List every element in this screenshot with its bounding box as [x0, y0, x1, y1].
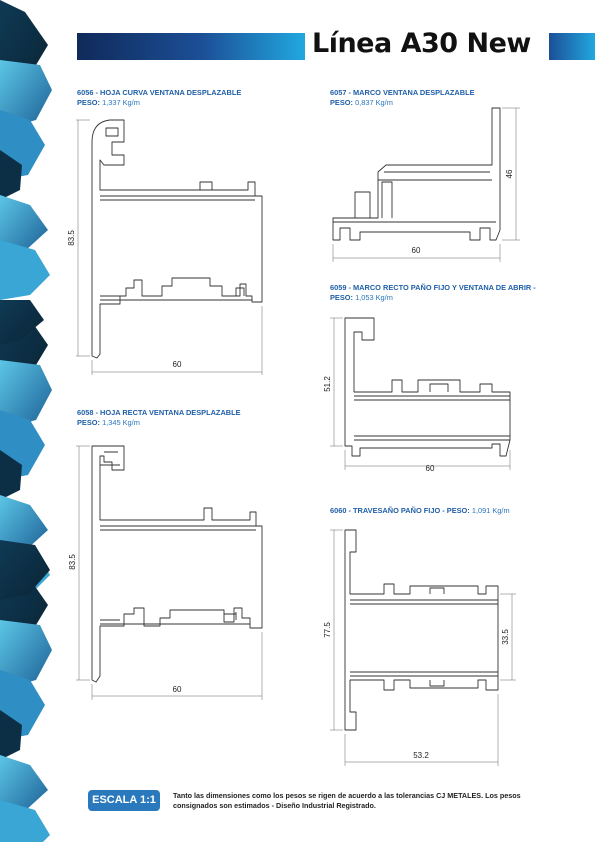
- dim-width: 60: [426, 464, 435, 473]
- caption-6058: 6058 - HOJA RECTA VENTANA DESPLAZABLE PE…: [77, 408, 297, 428]
- caption-weight-label: PESO:: [77, 98, 100, 107]
- dim-height: 51.2: [323, 376, 332, 392]
- dim-inner-height: 33.5: [501, 629, 510, 645]
- profile-6059-drawing: 51.2 60: [323, 317, 511, 473]
- dim-width: 60: [173, 685, 182, 694]
- caption-title: 6059 - MARCO RECTO PAÑO FIJO Y VENTANA D…: [330, 283, 536, 302]
- dim-height: 83.5: [68, 554, 77, 570]
- caption-weight-value: 1,091 Kg/m: [471, 506, 510, 515]
- caption-weight-value: 1,337 Kg/m: [102, 98, 140, 107]
- dim-height: 77.5: [323, 622, 332, 638]
- dim-width: 53.2: [413, 751, 429, 760]
- caption-title: 6058 - HOJA RECTA VENTANA DESPLAZABLE: [77, 408, 241, 417]
- page-title: Línea A30 New: [312, 28, 531, 59]
- caption-weight-label: PESO:: [77, 418, 100, 427]
- profile-6058-drawing: 83.5 60: [68, 445, 263, 700]
- header-bar-left: [77, 33, 305, 60]
- dim-height: 83.5: [67, 230, 76, 246]
- dim-height: 46: [505, 169, 514, 178]
- caption-weight-value: 1,345 Kg/m: [102, 418, 140, 427]
- caption-weight-value: 1,053 Kg/m: [355, 293, 393, 302]
- header-bar-right: [549, 33, 595, 60]
- dim-width: 60: [412, 246, 421, 255]
- caption-title: 6060 - TRAVESAÑO PAÑO FIJO - PESO:: [330, 506, 470, 515]
- caption-title: 6057 - MARCO VENTANA DESPLAZABLE: [330, 88, 475, 97]
- profile-6060-drawing: 77.5 33.5 53.2: [323, 529, 516, 766]
- caption-title: 6056 - HOJA CURVA VENTANA DESPLAZABLE: [77, 88, 242, 97]
- caption-6056: 6056 - HOJA CURVA VENTANA DESPLAZABLE PE…: [77, 88, 297, 108]
- caption-6059: 6059 - MARCO RECTO PAÑO FIJO Y VENTANA D…: [330, 283, 545, 303]
- caption-weight-label: PESO:: [330, 98, 353, 107]
- profile-6057-drawing: 60 46: [332, 107, 520, 262]
- dim-width: 60: [173, 360, 182, 369]
- caption-6060: 6060 - TRAVESAÑO PAÑO FIJO - PESO: 1,091…: [330, 506, 570, 516]
- caption-6057: 6057 - MARCO VENTANA DESPLAZABLE PESO: 0…: [330, 88, 560, 108]
- scale-badge: ESCALA 1:1: [88, 790, 160, 811]
- footer-note: Tanto las dimensiones como los pesos se …: [173, 791, 521, 810]
- profile-6056-drawing: 83.5 60: [67, 119, 263, 375]
- caption-weight-value: 0,837 Kg/m: [355, 98, 393, 107]
- side-pattern: [0, 0, 55, 842]
